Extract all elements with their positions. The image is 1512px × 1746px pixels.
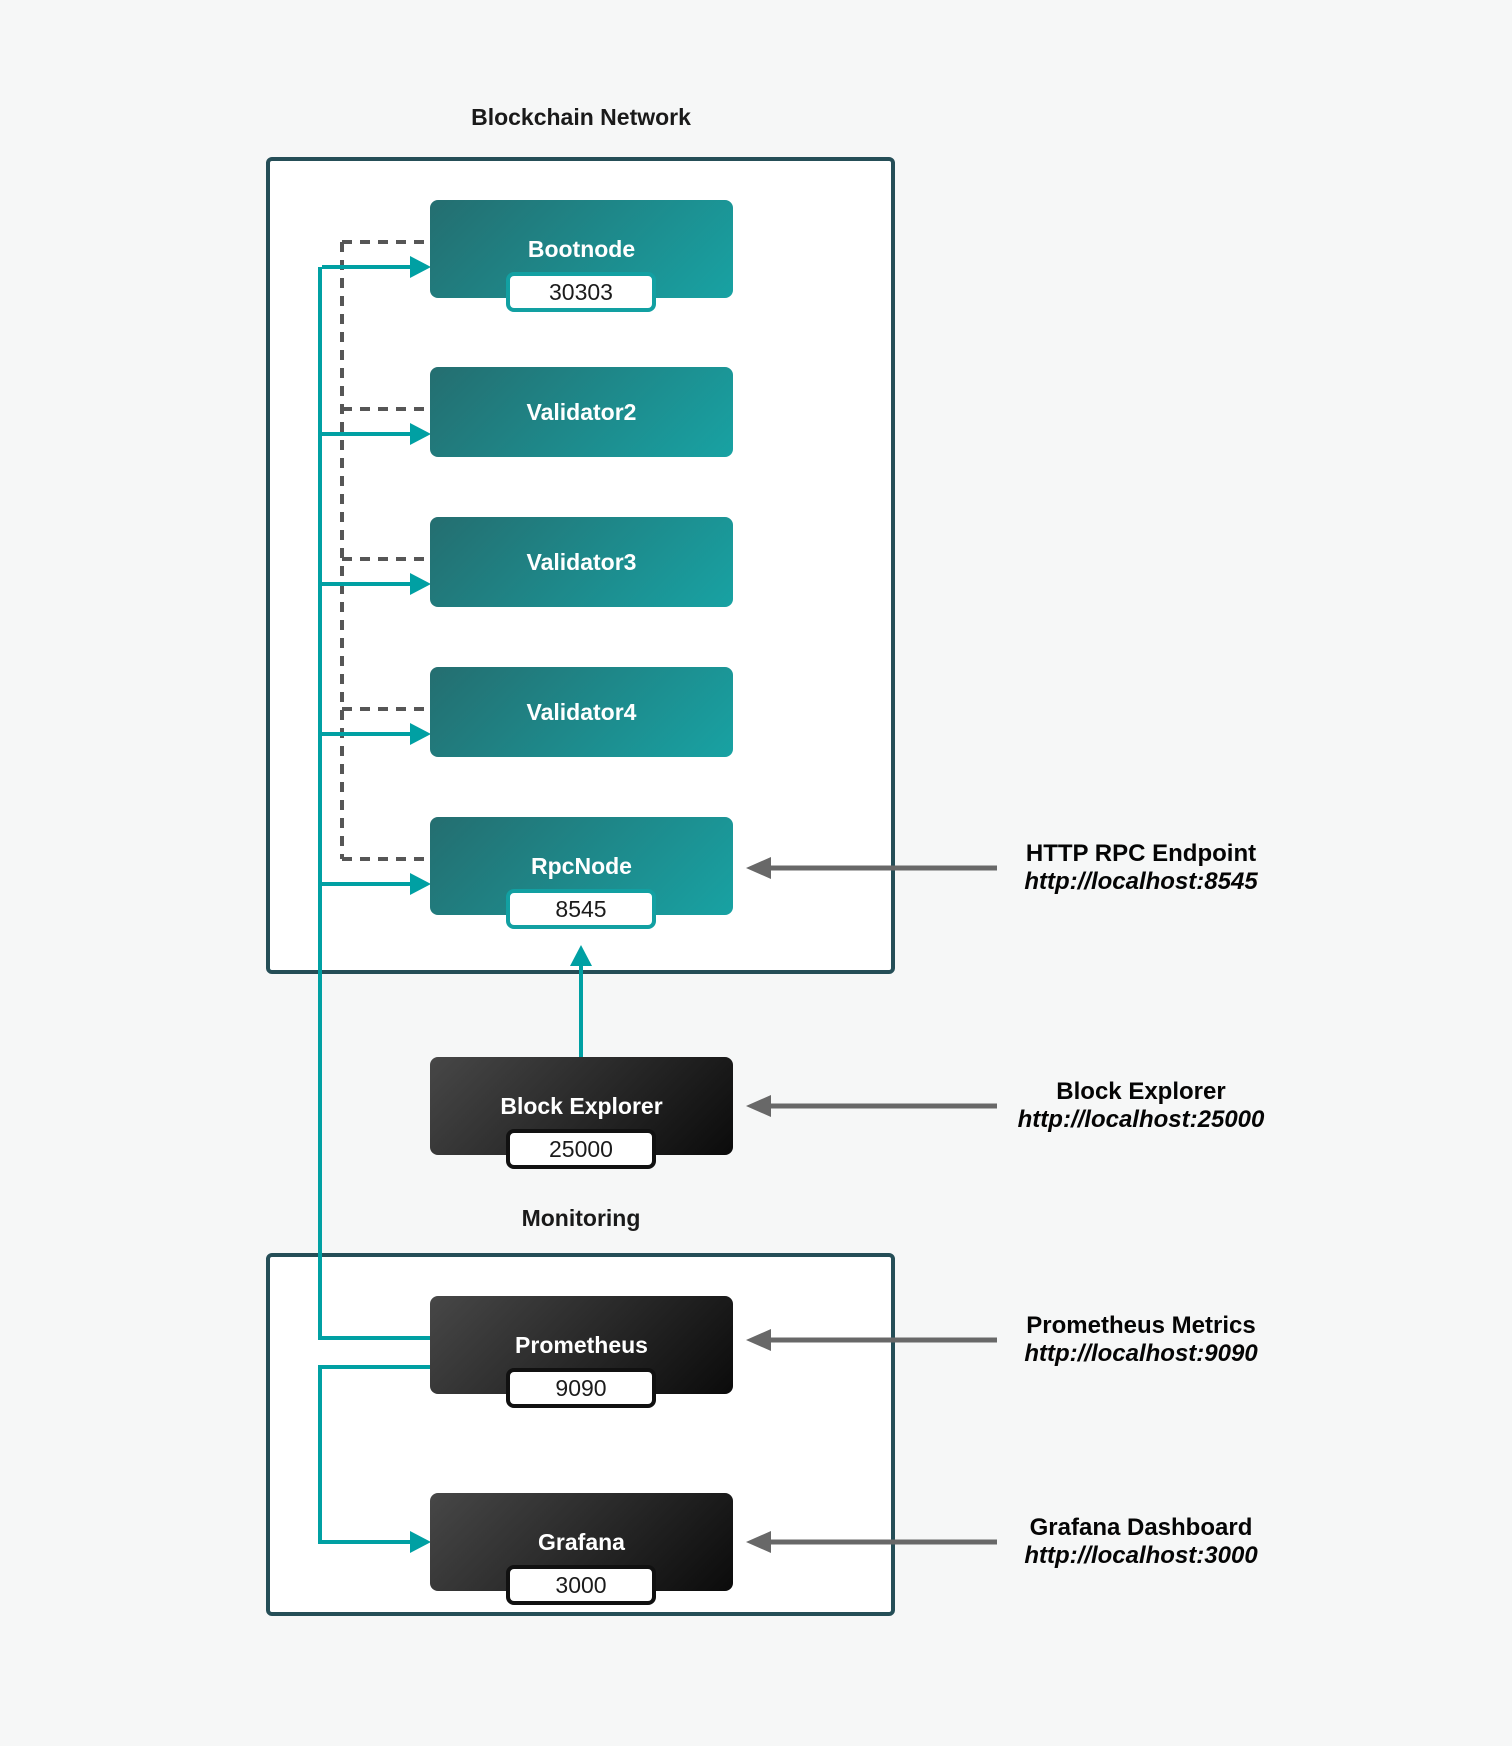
node-block-explorer-label: Block Explorer [500, 1092, 663, 1119]
annotation-rpc-endpoint-title: HTTP RPC Endpoint [1025, 840, 1257, 867]
annotation-rpc-endpoint-url: http://localhost:8545 [1024, 868, 1258, 895]
port-rpcnode: 8545 [555, 895, 607, 922]
node-validator2: Validator2 [430, 367, 733, 457]
arrowhead-to-validator3 [410, 573, 431, 595]
port-bootnode: 30303 [549, 278, 613, 305]
arrowhead-to-validator2 [410, 423, 431, 445]
arrowhead-annotation-prometheus [746, 1329, 771, 1351]
arrowhead-to-bootnode [410, 256, 431, 278]
annotation-prometheus-metrics: Prometheus Metrics http://localhost:9090 [991, 1312, 1291, 1368]
arrowhead-annotation-explorer [746, 1095, 771, 1117]
node-rpcnode-label: RpcNode [531, 852, 632, 879]
node-validator4: Validator4 [430, 667, 733, 757]
group-title-blockchain-network: Blockchain Network [471, 104, 691, 130]
annotation-block-explorer-title: Block Explorer [1056, 1078, 1226, 1105]
node-bootnode-label: Bootnode [527, 235, 636, 262]
node-validator3: Validator3 [430, 517, 733, 607]
arrowhead-to-grafana [410, 1531, 431, 1553]
annotation-prometheus-metrics-url: http://localhost:9090 [1024, 1340, 1258, 1367]
edge-teal-bus [318, 265, 430, 1340]
annotation-rpc-endpoint: HTTP RPC Endpoint http://localhost:8545 [991, 840, 1291, 896]
node-grafana-label: Grafana [538, 1528, 625, 1555]
annotation-block-explorer-url: http://localhost:25000 [1017, 1106, 1265, 1133]
annotation-block-explorer: Block Explorer http://localhost:25000 [991, 1078, 1291, 1134]
node-validator3-label: Validator3 [526, 548, 637, 575]
node-prometheus-label: Prometheus [515, 1331, 648, 1358]
port-badge-prometheus: 9090 [506, 1368, 656, 1408]
annotation-arrow-lines [771, 865, 997, 1545]
arrowhead-to-rpcnode [410, 873, 431, 895]
edge-prometheus-grafana [318, 1365, 430, 1544]
annotation-grafana-dashboard-url: http://localhost:3000 [1024, 1542, 1258, 1569]
node-prometheus: Prometheus [430, 1296, 733, 1394]
edge-dashed-discovery-bus [340, 240, 430, 861]
arrowhead-annotation-grafana [746, 1531, 771, 1553]
node-bootnode: Bootnode [430, 200, 733, 298]
arrowhead-to-validator4 [410, 723, 431, 745]
port-badge-bootnode: 30303 [506, 272, 656, 312]
annotation-grafana-dashboard-title: Grafana Dashboard [1029, 1514, 1253, 1541]
arrowhead-annotation-rpc [746, 857, 771, 879]
node-validator4-label: Validator4 [526, 698, 637, 725]
node-block-explorer: Block Explorer [430, 1057, 733, 1155]
node-validator2-label: Validator2 [526, 398, 637, 425]
annotation-grafana-dashboard: Grafana Dashboard http://localhost:3000 [991, 1514, 1291, 1570]
annotation-prometheus-metrics-title: Prometheus Metrics [1026, 1312, 1256, 1339]
port-badge-grafana: 3000 [506, 1565, 656, 1605]
port-grafana: 3000 [555, 1571, 607, 1598]
port-badge-rpcnode: 8545 [506, 889, 656, 929]
port-prometheus: 9090 [555, 1374, 607, 1401]
arrowhead-to-rpcnode-port [570, 945, 592, 966]
port-badge-block-explorer: 25000 [506, 1129, 656, 1169]
port-block-explorer: 25000 [549, 1135, 613, 1162]
group-title-monitoring: Monitoring [521, 1205, 641, 1231]
